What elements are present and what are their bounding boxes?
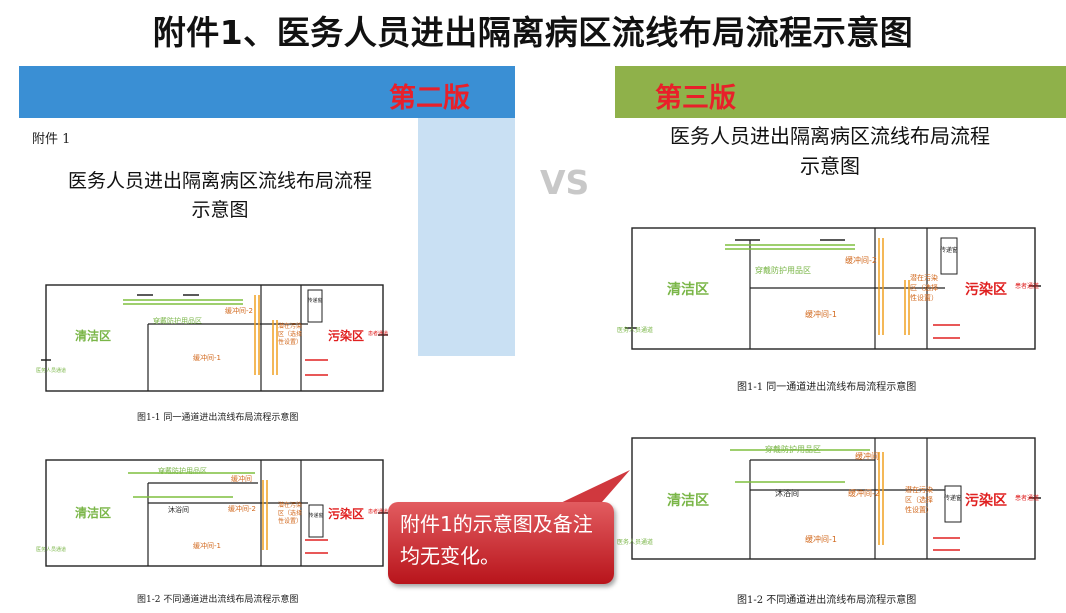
- potential-l2-r1: 区（选择: [910, 283, 938, 292]
- pass-window-label-r2: 传递窗: [944, 494, 962, 502]
- clean-zone-label-r2: 清洁区: [667, 492, 709, 509]
- potential-l3-2: 性设置）: [278, 517, 302, 525]
- potential-l1-2: 潜在污染: [278, 501, 302, 509]
- buffer-label-r2: 缓冲间: [855, 451, 879, 461]
- ppe-area-label-2: 穿戴防护用品区: [158, 466, 207, 475]
- potential-l1-r1: 潜在污染: [910, 273, 938, 282]
- ppe-area-label: 穿戴防护用品区: [153, 316, 202, 325]
- potential-l3: 性设置）: [278, 338, 302, 346]
- potential-l1: 潜在污染: [278, 322, 302, 330]
- caption-right-1: 图1-1 同一通道进出流线布局流程示意图: [737, 382, 917, 393]
- polluted-zone-label-r2: 污染区: [965, 492, 1007, 509]
- buffer-1-label-2: 缓冲间-1: [193, 541, 221, 550]
- doc-title-right-line1: 医务人员进出隔离病区流线布局流程: [670, 124, 990, 148]
- potential-l3-r2: 性设置）: [905, 505, 933, 514]
- pass-window-label-r1: 传递窗: [940, 246, 958, 254]
- pass-window-label: 传递窗: [307, 297, 322, 304]
- patient-passage-label: 患者通道: [368, 330, 388, 337]
- ppe-area-label-r2: 穿戴防护用品区: [765, 444, 821, 454]
- doc-title-left-line1: 医务人员进出隔离病区流线布局流程: [67, 170, 372, 192]
- diagram-right-2: 传递窗 清洁区 穿戴防护用品区 缓冲间 沐浴间 缓冲间-2 缓冲间-1 潜在污染…: [617, 437, 1041, 560]
- doc-title-left-line2: 示意图: [191, 198, 249, 221]
- buffer-2-label: 缓冲间-2: [225, 306, 253, 315]
- buffer-2-label-2: 缓冲间-2: [228, 504, 256, 513]
- clean-zone-label: 清洁区: [75, 328, 111, 343]
- potential-l2-2: 区（选择: [278, 509, 302, 517]
- staff-passage-label: 医务人员通道: [36, 367, 66, 374]
- buffer-2-label-r1: 缓冲间-2: [845, 255, 877, 265]
- caption-right-2: 图1-2 不同通道进出流线布局流程示意图: [737, 595, 917, 606]
- diagram-left-2: 传递窗 清洁区 穿戴防护用品区 缓冲间 沐浴间 缓冲间-2 缓冲间-1 潜在污染…: [36, 459, 388, 567]
- diagram-left-1: 传递窗 清洁区 穿戴防护用品区 缓冲间-2 缓冲间-1 潜在污染 区（选择 性设…: [36, 284, 388, 392]
- version-label-left: 第二版: [389, 83, 470, 114]
- doc-title-right-line2: 示意图: [800, 154, 860, 178]
- caption-left-1: 图1-1 同一通道进出流线布局流程示意图: [137, 413, 299, 423]
- buffer-2-label-r2: 缓冲间-2: [848, 488, 880, 498]
- shower-label: 沐浴间: [168, 505, 189, 514]
- buffer-1-label-r2: 缓冲间-1: [805, 534, 837, 544]
- potential-l3-r1: 性设置）: [910, 293, 938, 302]
- version-banner-left: 第二版: [19, 66, 515, 118]
- version-banner-right: 第三版: [615, 66, 1066, 118]
- staff-passage-label-2: 医务人员通道: [36, 546, 66, 553]
- pass-window-label-2: 传递窗: [308, 512, 323, 519]
- callout-pointer: [550, 470, 630, 510]
- ppe-area-label-r1: 穿戴防护用品区: [755, 265, 811, 275]
- polluted-zone-label-2: 污染区: [328, 506, 364, 521]
- buffer-1-label: 缓冲间-1: [193, 353, 221, 362]
- buffer-1-label-r1: 缓冲间-1: [805, 309, 837, 319]
- patient-passage-label-r2: 患者通道: [1015, 494, 1039, 502]
- polluted-zone-label-r1: 污染区: [965, 281, 1007, 298]
- vs-label: VS: [540, 163, 590, 202]
- attachment-label: 附件 1: [32, 132, 71, 147]
- page-title: 附件1、医务人员进出隔离病区流线布局流程示意图: [152, 13, 914, 52]
- clean-zone-label-2: 清洁区: [75, 505, 111, 520]
- potential-l2-r2: 区（选择: [905, 495, 933, 504]
- highlight-shade: [418, 118, 515, 356]
- callout-text: 附件1的示意图及备注均无变化。: [400, 512, 593, 568]
- patient-passage-label-2: 患者通道: [368, 508, 388, 515]
- potential-l2: 区（选择: [278, 330, 302, 338]
- callout-box: 附件1的示意图及备注均无变化。: [388, 502, 614, 584]
- version-label-right: 第三版: [655, 83, 736, 114]
- doc-title-left: 医务人员进出隔离病区流线布局流程 示意图: [40, 167, 400, 224]
- diagram-right-1: 传递窗 清洁区 穿戴防护用品区 缓冲间-2 缓冲间-1 潜在污染 区（选择 性设…: [617, 227, 1041, 350]
- patient-passage-label-r1: 患者通道: [1015, 282, 1039, 290]
- doc-title-right: 医务人员进出隔离病区流线布局流程 示意图: [620, 121, 1040, 181]
- staff-passage-label-r1: 医务人员通道: [617, 326, 653, 334]
- caption-left-2: 图1-2 不同通道进出流线布局流程示意图: [137, 595, 299, 605]
- staff-passage-label-r2: 医务人员通道: [617, 538, 653, 546]
- clean-zone-label-r1: 清洁区: [667, 281, 709, 298]
- potential-l1-r2: 潜在污染: [905, 485, 933, 494]
- shower-label-r2: 沐浴间: [775, 488, 799, 498]
- polluted-zone-label: 污染区: [328, 328, 364, 343]
- buffer-label-2: 缓冲间: [231, 474, 252, 483]
